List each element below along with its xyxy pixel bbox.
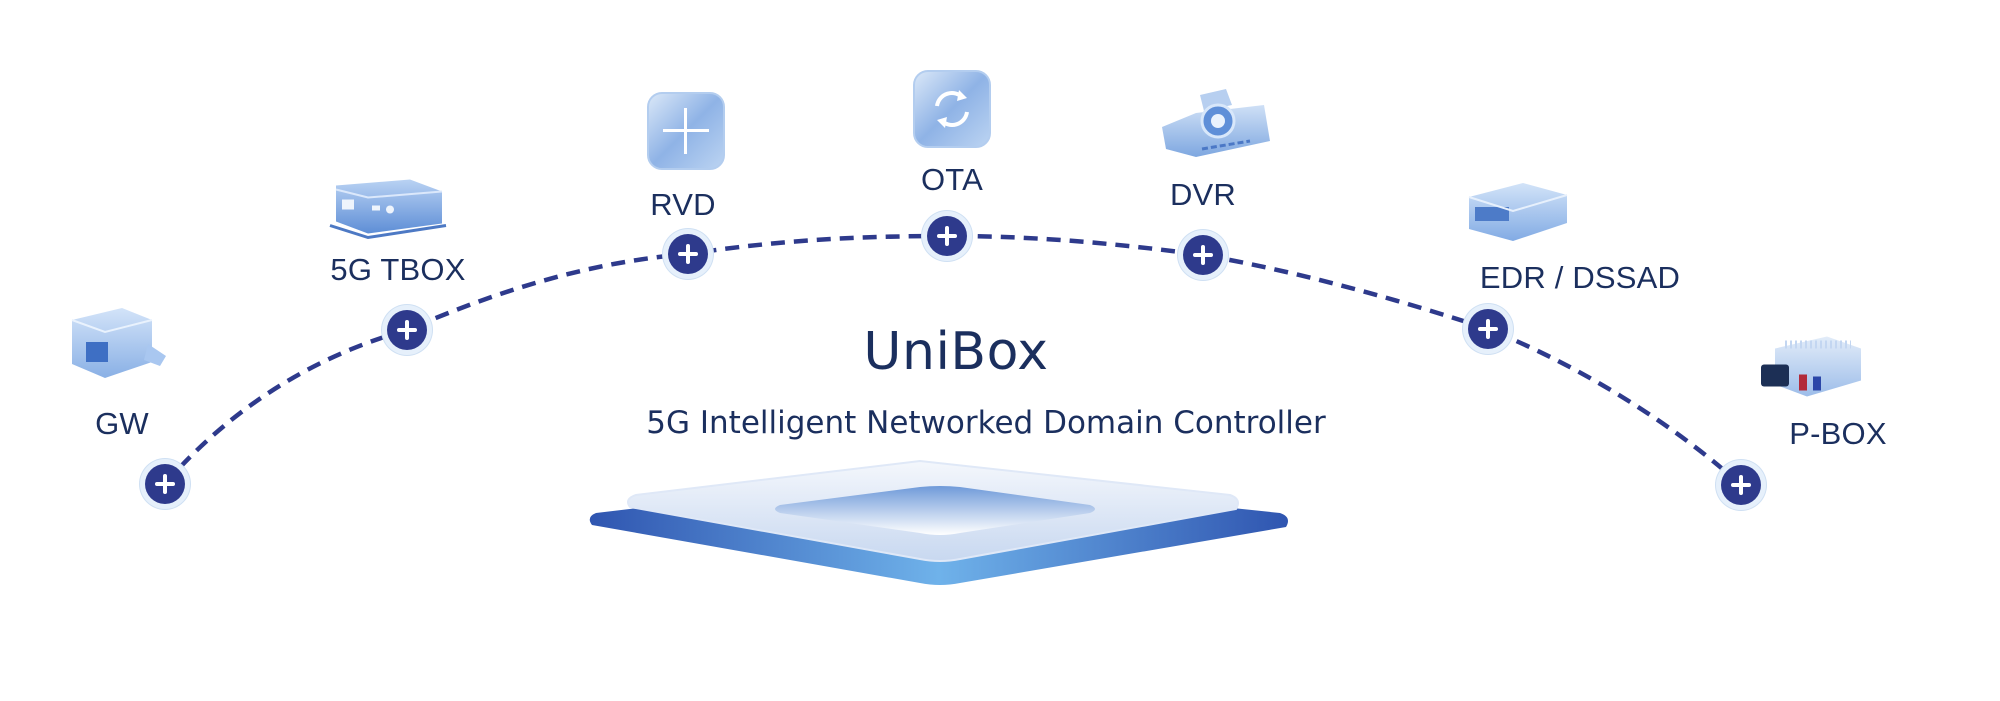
add-node-rvd[interactable]	[668, 234, 708, 274]
node-label-dvr: DVR	[1169, 177, 1237, 212]
node-label-ota: OTA	[920, 162, 984, 197]
plus-tile-icon	[647, 92, 725, 170]
add-node-edr[interactable]	[1468, 309, 1508, 349]
product-subtitle: 5G Intelligent Networked Domain Controll…	[646, 405, 1326, 441]
product-title: UniBox	[863, 322, 1049, 382]
dash-camera-icon	[1162, 89, 1270, 157]
power-box-icon	[1761, 336, 1861, 397]
gateway-module-icon	[71, 308, 166, 378]
node-label-pbox: P-BOX	[1789, 416, 1887, 451]
add-node-ota[interactable]	[927, 216, 967, 256]
node-label-tbox: 5G TBOX	[330, 252, 466, 287]
node-label-gw: GW	[95, 406, 149, 441]
data-recorder-icon	[1468, 183, 1568, 241]
add-node-gw[interactable]	[145, 464, 185, 504]
telematics-box-icon	[329, 179, 447, 240]
node-label-edr: EDR / DSSAD	[1479, 260, 1681, 295]
node-label-rvd: RVD	[650, 187, 716, 222]
refresh-tile-icon	[913, 70, 991, 148]
unibox-platform-graphic	[589, 459, 1288, 585]
add-node-dvr[interactable]	[1183, 235, 1223, 275]
add-node-pbox[interactable]	[1721, 465, 1761, 505]
add-node-tbox[interactable]	[387, 310, 427, 350]
